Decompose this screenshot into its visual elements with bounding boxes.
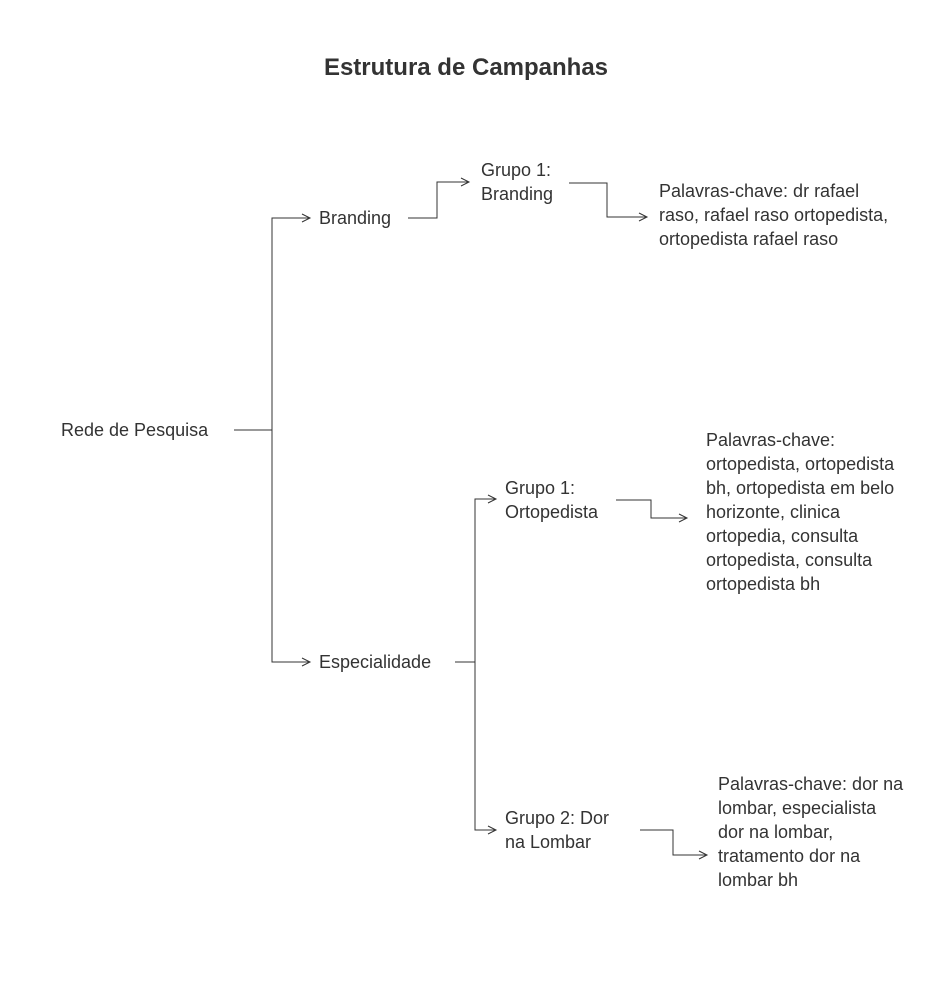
keywords-lombar-line: Palavras-chave: dor na [718,774,904,794]
keywords-branding-line: raso, rafael raso ortopedista, [659,205,888,225]
node-root: Rede de Pesquisa [61,420,209,440]
node-campaign-especialidade: Especialidade [319,652,431,672]
arrowhead-branding-keywords [638,212,649,222]
keywords-branding-line: Palavras-chave: dr rafael [659,181,859,201]
node-group-lombar-line: Grupo 2: Dor [505,808,609,828]
arrowhead-especialidade [301,657,312,667]
diagram-title: Estrutura de Campanhas [324,54,608,81]
edge-especialidade-to-ortopedista [474,498,495,662]
node-campaign-branding: Branding [319,208,391,228]
arrowhead-ortopedista [487,494,498,504]
node-group-branding: Grupo 1: Branding [481,160,556,204]
node-group-branding-line: Grupo 1: [481,160,551,180]
arrowhead-lombar [487,825,498,835]
node-group-ortopedista-line: Ortopedista [505,502,599,522]
edge-root-to-especialidade [271,430,309,663]
keywords-lombar-line: dor na lombar, [718,822,833,842]
node-group-ortopedista: Grupo 1: Ortopedista [505,478,599,522]
node-keywords-branding: Palavras-chave: dr rafael raso, rafael r… [659,181,893,249]
node-group-branding-line: Branding [481,184,553,204]
edge-especialidade-to-lombar [474,662,495,831]
keywords-ortopedista-line: ortopedista, ortopedista [706,454,895,474]
edge-lombar-to-keywords [640,829,706,856]
connectors [234,177,709,860]
arrowhead-branding [301,213,312,223]
keywords-ortopedista-line: horizonte, clinica [706,502,841,522]
node-keywords-ortopedista: Palavras-chave: ortopedista, ortopedista… [706,430,899,594]
arrowhead-lombar-keywords [698,850,709,860]
keywords-lombar-line: tratamento dor na [718,846,861,866]
keywords-ortopedista-line: ortopedista bh [706,574,820,594]
keywords-ortopedista-line: ortopedia, consulta [706,526,859,546]
arrowhead-ortopedista-keywords [678,513,689,523]
arrowhead-branding-group1 [460,177,471,187]
node-keywords-lombar: Palavras-chave: dor na lombar, especiali… [718,774,908,890]
keywords-lombar-line: lombar bh [718,870,798,890]
keywords-ortopedista-line: bh, ortopedista em belo [706,478,894,498]
edge-root-to-branding [234,217,309,431]
edge-branding-group1-to-keywords [569,182,646,218]
node-group-ortopedista-line: Grupo 1: [505,478,575,498]
keywords-branding-line: ortopedista rafael raso [659,229,838,249]
node-group-lombar-line: na Lombar [505,832,591,852]
keywords-lombar-line: lombar, especialista [718,798,877,818]
edge-ortopedista-to-keywords [616,499,686,519]
keywords-ortopedista-line: ortopedista, consulta [706,550,873,570]
edge-branding-to-group1 [408,181,468,219]
keywords-ortopedista-line: Palavras-chave: [706,430,835,450]
node-group-lombar: Grupo 2: Dor na Lombar [505,808,614,852]
